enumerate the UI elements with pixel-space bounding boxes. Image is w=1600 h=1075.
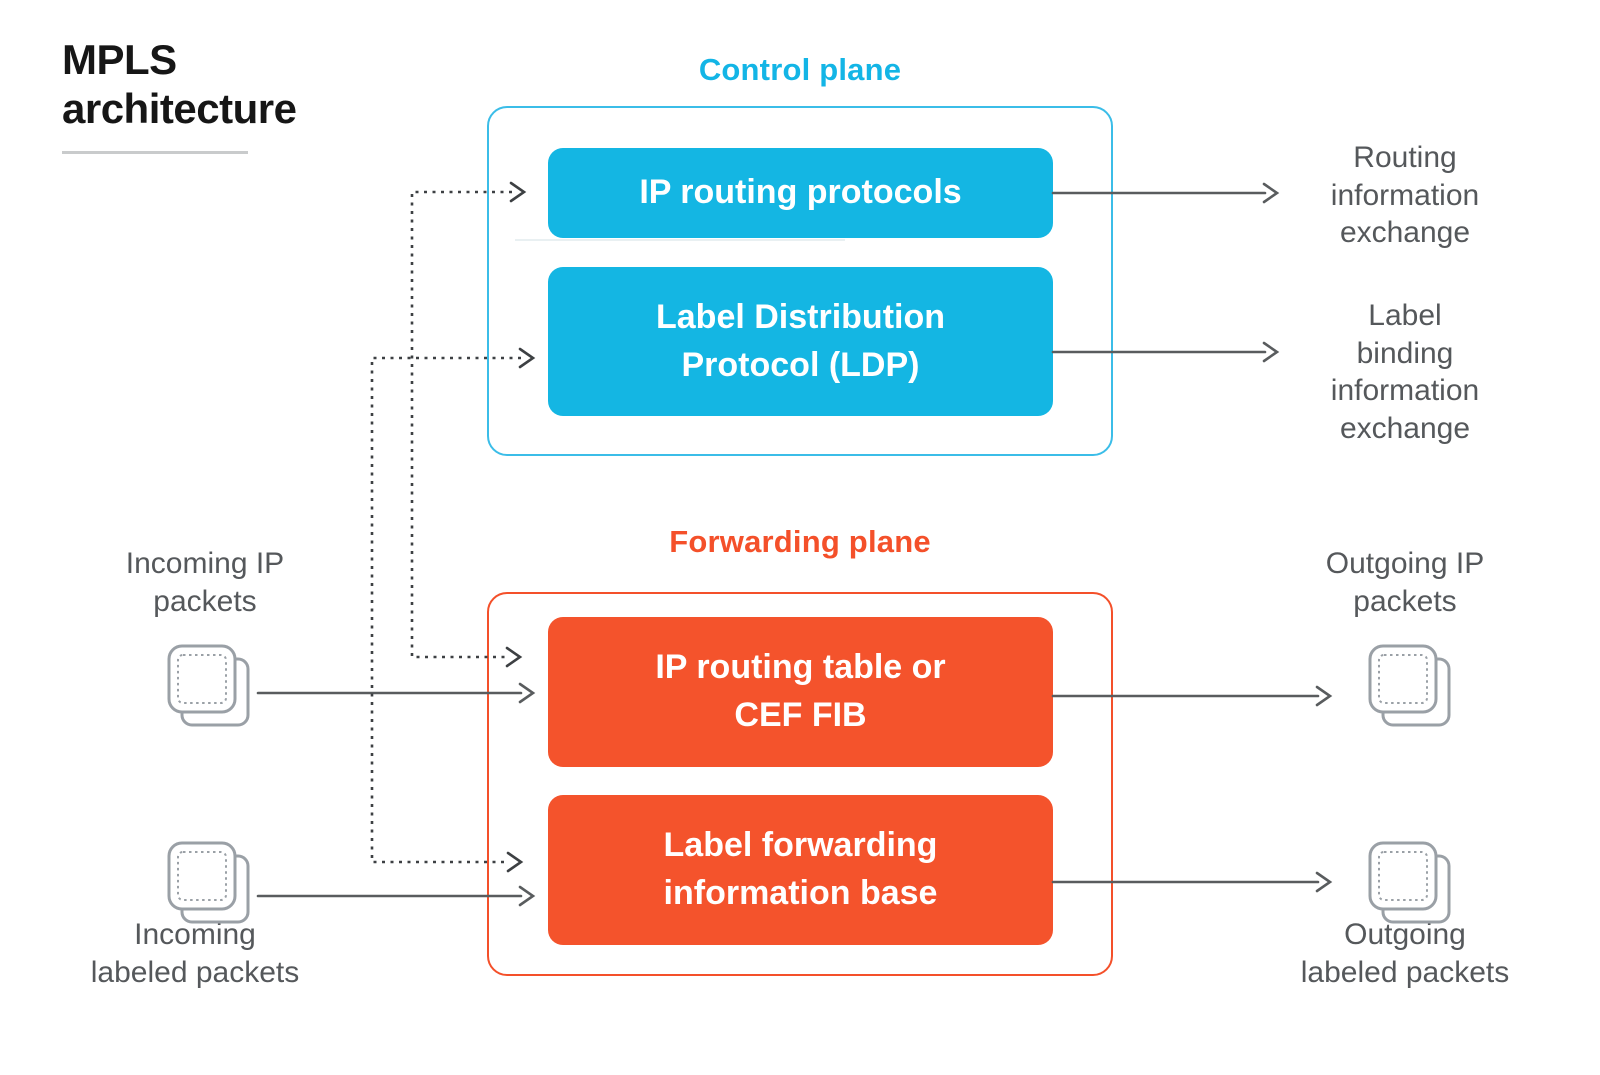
page-title: MPLS architecture	[62, 36, 297, 132]
label-outgoing-labeled-packets: Outgoing labeled packets	[1300, 918, 1510, 989]
node-ip-routing-table: IP routing table or CEF FIB	[548, 617, 1053, 767]
label-incoming-ip-packets: Incoming IP packets	[125, 547, 285, 618]
node-label-distribution-protocol: Label Distribution Protocol (LDP)	[548, 267, 1053, 416]
packet-icon	[1368, 841, 1451, 924]
box-shadow-line	[515, 239, 845, 241]
label-outgoing-ip-packets: Outgoing IP packets	[1325, 547, 1485, 618]
title-underline	[62, 151, 248, 154]
packet-icon	[167, 644, 250, 727]
node-ip-routing-protocols: IP routing protocols	[548, 148, 1053, 238]
node-label-forwarding-information-base: Label forwarding information base	[548, 795, 1053, 945]
packet-icon	[1368, 644, 1451, 727]
packet-icon	[167, 841, 250, 924]
forwarding-plane-label: Forwarding plane	[669, 524, 931, 559]
label-routing-information-exchange: Routing information exchange	[1330, 141, 1480, 249]
label-binding-information-exchange: Label binding information exchange	[1330, 299, 1480, 445]
control-plane-label: Control plane	[698, 52, 902, 87]
